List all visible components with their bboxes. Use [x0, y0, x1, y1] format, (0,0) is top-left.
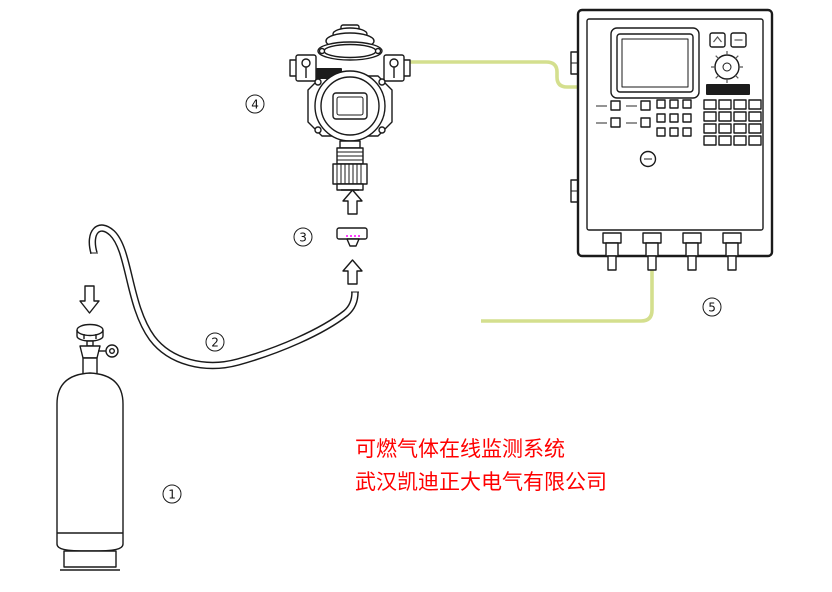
cable-gland [722, 232, 742, 271]
part-label-detector-number: 4 [251, 97, 259, 111]
caption-line-2: 武汉凯迪正大电气有限公司 [355, 470, 607, 494]
flow-arrow-up-icon [342, 189, 363, 215]
part-label-controller: 5 [702, 297, 722, 317]
part-label-detector: 4 [245, 94, 265, 114]
part-label-cap: 3 [293, 227, 313, 247]
part-label-cylinder-number: 1 [168, 487, 176, 501]
signal-cable [403, 60, 577, 89]
caption-line-1: 可燃气体在线监测系统 [355, 437, 565, 461]
cable-gland [682, 232, 702, 271]
controller-cabinet-drawing [570, 8, 774, 271]
output-cable [481, 270, 654, 323]
gas-cylinder-drawing [56, 323, 124, 571]
gas-tube-drawing [88, 224, 359, 370]
part-label-cylinder: 1 [162, 484, 182, 504]
gas-detector-drawing [289, 24, 411, 191]
cable-gland [642, 232, 662, 271]
flow-arrow-down-icon [79, 285, 100, 314]
cable-gland [602, 232, 622, 271]
part-label-cap-number: 3 [299, 230, 307, 244]
part-label-controller-number: 5 [708, 300, 716, 314]
part-label-tube: 2 [205, 332, 225, 352]
calibration-cap-drawing [336, 227, 368, 247]
flow-arrow-up-icon [342, 259, 363, 285]
part-label-tube-number: 2 [211, 335, 219, 349]
